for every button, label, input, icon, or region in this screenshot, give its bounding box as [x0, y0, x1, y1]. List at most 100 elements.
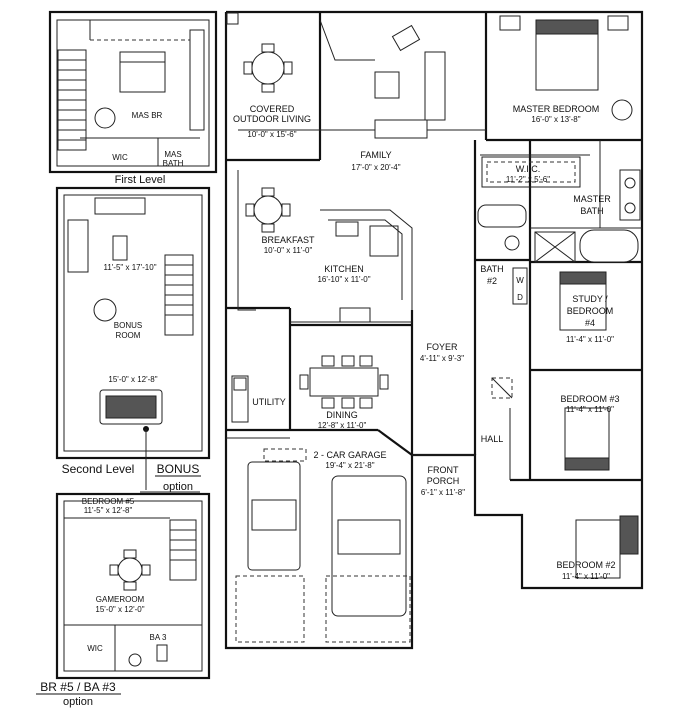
mas-bath-label-1: MAS	[164, 150, 181, 159]
kitchen-dim: 16'-10" x 11'-0"	[317, 275, 370, 284]
second-level-inset: 11'-5" x 17'-10" BONUS ROOM 15'-0" x 12'…	[55, 186, 211, 493]
study-label-2: BEDROOM	[567, 306, 614, 316]
foyer-square	[491, 377, 513, 399]
chair-icon-2	[93, 298, 117, 322]
car-icon-2	[331, 475, 407, 617]
porch-label-2: PORCH	[427, 476, 460, 486]
family-dim: 17'-0" x 20'-4"	[351, 163, 400, 172]
bedroom5-dim: 11'-5" x 12'-8"	[84, 506, 133, 515]
garage-label: 2 - CAR GARAGE	[313, 450, 386, 460]
wic-label: WIC	[112, 153, 128, 162]
bath2-label-1: BATH	[480, 264, 503, 274]
main-plan: W D	[224, 10, 644, 650]
breakfast-label: BREAKFAST	[261, 235, 315, 245]
bedroom2-label: BEDROOM #2	[556, 560, 615, 570]
master-bath-label-2: BATH	[580, 206, 603, 216]
gameroom-dim: 15'-0" x 12'-0"	[95, 605, 144, 614]
second-level-caption: Second Level	[62, 462, 135, 476]
dining-table-icon	[309, 367, 379, 397]
gameroom-label: GAMEROOM	[96, 595, 145, 604]
dining-dim: 12'-8" x 11'-0"	[318, 421, 367, 430]
tub-icon	[579, 229, 639, 263]
foyer-label: FOYER	[426, 342, 458, 352]
br5-frame	[55, 492, 211, 680]
master-bath-label-1: MASTER	[573, 194, 611, 204]
bedroom2-bed-icon	[575, 519, 621, 579]
study-label-3: #4	[585, 318, 595, 328]
wic-label-2: WIC	[87, 644, 103, 653]
hall-label: HALL	[481, 434, 504, 444]
study-label-1: STUDY /	[572, 294, 608, 304]
ba3-label: BA 3	[150, 633, 167, 642]
utility-cabinets	[231, 375, 249, 423]
bonus-label-1: BONUS	[114, 321, 142, 330]
range-icon	[339, 307, 371, 323]
dining-label: DINING	[326, 410, 358, 420]
wic-dim: 11'-2" x 5'-6"	[506, 175, 550, 184]
first-level-frame	[48, 10, 218, 174]
toilet-icon-2	[504, 235, 520, 251]
breakfast-table-icon	[253, 195, 283, 225]
corner-post	[226, 12, 239, 25]
wic-closet	[481, 156, 581, 188]
kitchen-label: KITCHEN	[324, 264, 364, 274]
bonus-label-2: ROOM	[116, 331, 141, 340]
bonus-dim-1: 11'-5" x 17'-10"	[103, 263, 156, 272]
master-bedroom-label: MASTER BEDROOM	[513, 104, 600, 114]
utility-label: UTILITY	[252, 397, 286, 407]
sink-icon	[335, 221, 359, 237]
toilet-icon	[128, 653, 142, 667]
br5-caption: BR #5 / BA #3	[40, 680, 116, 694]
bedroom2-dim: 11'-4" x 11'-0"	[562, 572, 610, 581]
bath2-label-2: #2	[487, 276, 497, 286]
exterior-walls	[224, 10, 644, 650]
sofa-icon	[94, 197, 146, 215]
porch-label-1: FRONT	[428, 465, 459, 475]
bedroom3-label: BEDROOM #3	[560, 394, 619, 404]
second-level-frame	[55, 186, 211, 460]
outdoor-table-icon	[251, 51, 285, 85]
mas-bath-label-2: BATH	[163, 159, 184, 168]
porch-dim: 6'-1" x 11'-8"	[421, 488, 465, 497]
study-dim: 11'-4" x 11'-0"	[566, 335, 614, 344]
first-level-caption: First Level	[115, 174, 166, 186]
covered-label-2: OUTDOOR LIVING	[233, 114, 311, 124]
chair-icon-3	[611, 99, 633, 121]
table-icon	[112, 235, 128, 261]
washer-dryer	[512, 267, 528, 305]
bonus-option-subtitle: option	[163, 481, 193, 493]
br5-subtitle: option	[63, 696, 93, 708]
foyer-dim: 4'-11" x 9'-3"	[420, 354, 464, 363]
breakfast-dim: 10'-0" x 11'-0"	[264, 246, 313, 255]
washer-label: W	[516, 276, 524, 285]
coffee-table-icon	[374, 71, 400, 99]
family-label: FAMILY	[360, 150, 391, 160]
master-bedroom-dim: 16'-0" x 13'-8"	[531, 115, 580, 124]
vanity-icon	[619, 169, 641, 221]
tub-icon-2	[477, 204, 527, 228]
bonus-dim-2: 15'-0" x 12'-8"	[108, 375, 157, 384]
garage-dim: 19'-4" x 21'-8"	[325, 461, 374, 470]
covered-label-1: COVERED	[250, 104, 295, 114]
sofa-icon-2	[67, 219, 89, 273]
br5-option-inset: BEDROOM #5 11'-5" x 12'-8" GAMEROOM 15'-…	[36, 492, 211, 708]
armchair-icon	[391, 24, 421, 52]
car-icon-1	[247, 461, 301, 571]
bedroom3-dim: 11'-4" x 11'-0"	[566, 405, 614, 414]
shower-icon	[534, 231, 576, 263]
family-sofa-icon	[424, 51, 446, 121]
kitchen-counter	[237, 170, 256, 311]
first-level-inset: MAS BR WIC MAS BATH First Level	[48, 10, 218, 186]
stairs-icon	[57, 49, 87, 151]
chair-icon	[94, 107, 116, 129]
bonus-option-title: BONUS	[157, 462, 200, 476]
covered-dim: 10'-0" x 15'-6"	[247, 130, 296, 139]
table-icon-2	[117, 557, 143, 583]
mas-br-label: MAS BR	[132, 111, 163, 120]
dryer-label: D	[517, 293, 523, 302]
kitchen-island	[369, 225, 399, 257]
wic-label-main: W.I.C.	[516, 164, 541, 174]
family-sofa-icon-2	[374, 119, 428, 139]
